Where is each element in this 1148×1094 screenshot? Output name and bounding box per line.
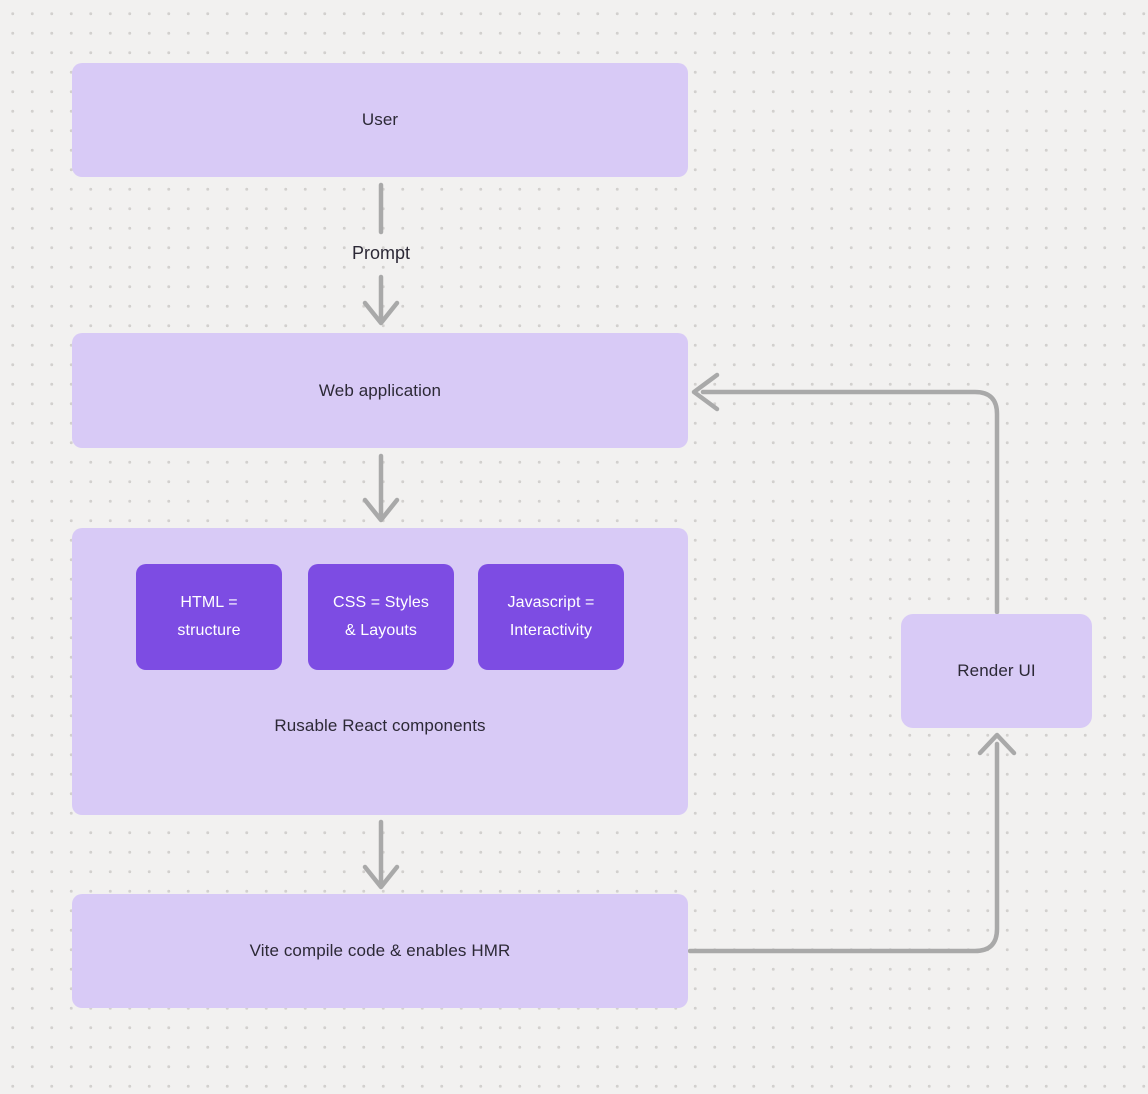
node-css[interactable]: CSS = Styles & Layouts xyxy=(308,564,454,670)
node-css-label-line2: & Layouts xyxy=(344,622,418,639)
node-javascript[interactable]: Javascript = Interactivity xyxy=(478,564,624,670)
node-web-application[interactable]: Web application xyxy=(72,333,688,448)
node-html-label-line1: HTML = xyxy=(180,594,238,611)
edge-group-to-vite-arrowhead-icon xyxy=(362,864,400,890)
node-components-group-label: Rusable React components xyxy=(274,716,486,735)
node-render-ui[interactable]: Render UI xyxy=(901,614,1092,728)
node-vite[interactable]: Vite compile code & enables HMR xyxy=(72,894,688,1008)
edge-vite-to-render-line xyxy=(687,741,1000,954)
node-css-label-line1: CSS = Styles xyxy=(333,594,429,611)
edge-label-prompt: Prompt xyxy=(351,243,411,263)
node-user-label: User xyxy=(361,110,399,129)
edge-webapp-to-group-arrowhead-icon xyxy=(362,497,400,523)
edge-vite-to-render-arrowhead-icon xyxy=(977,732,1017,756)
node-javascript-label-line1: Javascript = xyxy=(507,594,595,611)
edge-render-to-webapp-line xyxy=(700,389,1000,615)
node-html-label-line2: structure xyxy=(177,622,241,639)
node-javascript-label-line2: Interactivity xyxy=(509,622,593,639)
node-web-application-label: Web application xyxy=(318,380,442,400)
node-vite-label: Vite compile code & enables HMR xyxy=(249,941,511,960)
node-html[interactable]: HTML = structure xyxy=(136,564,282,670)
edge-render-to-webapp-arrowhead-icon xyxy=(691,372,720,412)
node-user[interactable]: User xyxy=(72,63,688,177)
edge-prompt-to-webapp-arrowhead-icon xyxy=(362,300,400,326)
node-render-ui-label: Render UI xyxy=(957,661,1036,680)
node-components-group[interactable]: HTML = structure CSS = Styles & Layouts … xyxy=(72,528,688,815)
